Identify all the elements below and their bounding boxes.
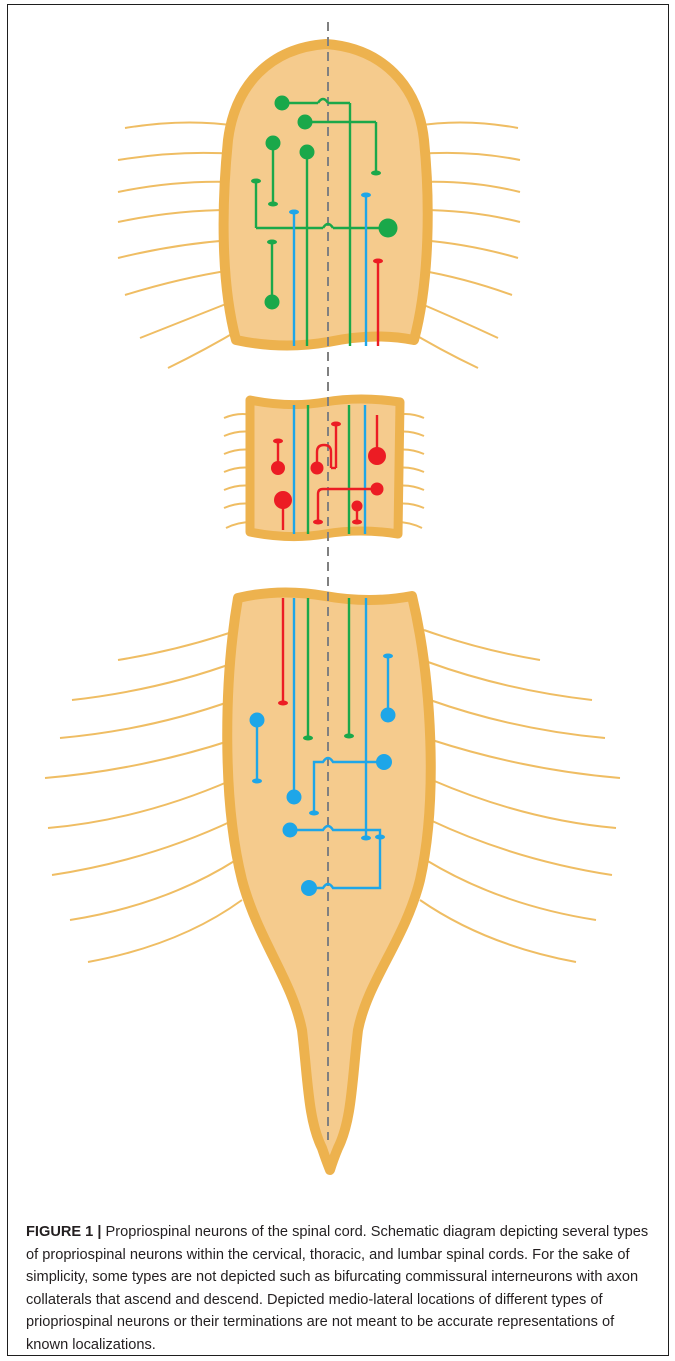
figure-caption: FIGURE 1 | Propriospinal neurons of the …	[26, 1221, 654, 1357]
caption-label: FIGURE 1 |	[26, 1224, 101, 1240]
green-soma	[275, 96, 290, 111]
caption-text: Propriospinal neurons of the spinal cord…	[26, 1224, 648, 1353]
spinal-cord-diagram	[0, 0, 675, 1215]
cervical-segment	[224, 44, 428, 346]
